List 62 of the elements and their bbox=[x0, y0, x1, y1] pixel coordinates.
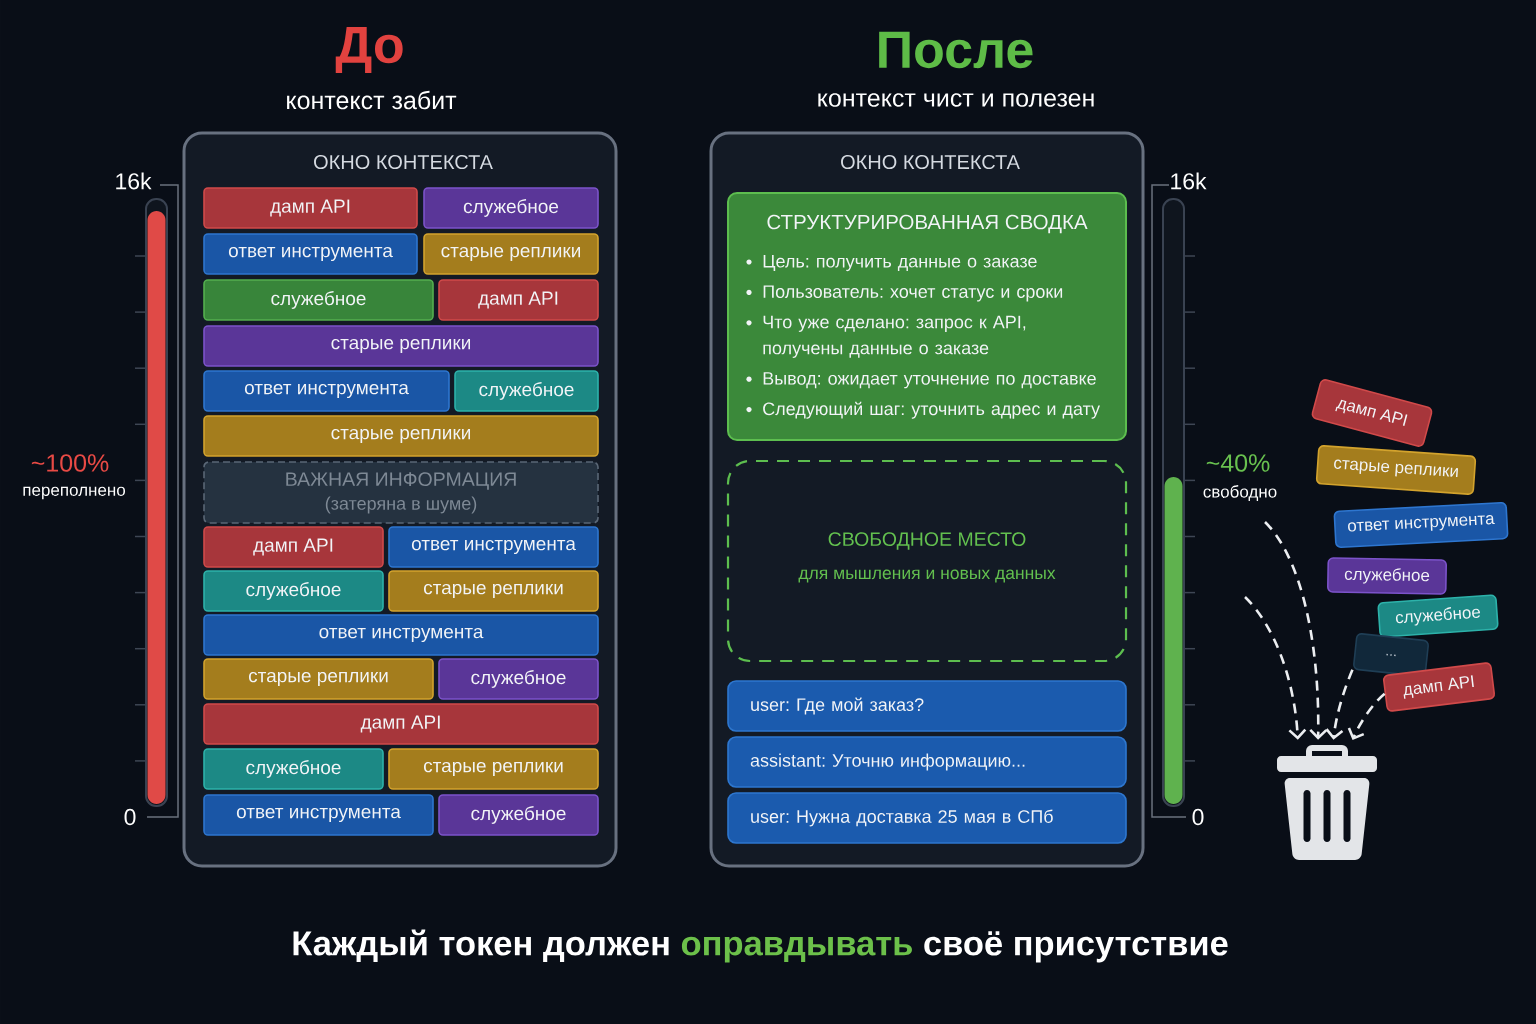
token-block: служебное bbox=[203, 279, 434, 321]
message-box: user: Где мой заказ? bbox=[727, 680, 1127, 732]
list-item: Цель: получить данные о заказе bbox=[763, 255, 1037, 272]
token-block: служебное bbox=[454, 370, 599, 412]
block-heading: ВАЖНАЯ ИНФОРМАЦИЯ bbox=[286, 472, 516, 490]
list-item: Пользователь: хочет статус и сроки bbox=[763, 285, 1063, 302]
percent-label: ~40% bbox=[1206, 454, 1270, 472]
list-item: Вывод: ожидает уточнение по доставке bbox=[763, 372, 1096, 389]
token-block: старые реплики bbox=[203, 325, 599, 367]
panel-title: ОКНО КОНТЕКСТА bbox=[841, 154, 1020, 170]
column-heading: До bbox=[335, 26, 403, 74]
discarded-card: служебное bbox=[1327, 557, 1447, 595]
token-block: служебное bbox=[438, 658, 599, 700]
token-block: дамп API bbox=[203, 526, 384, 568]
token-block: служебное bbox=[423, 187, 599, 229]
discarded-card: дамп API bbox=[1311, 379, 1433, 447]
scale-label: 0 bbox=[1192, 808, 1204, 826]
area-note: для мышления и новых данных bbox=[798, 569, 1056, 583]
scale-label: 0 bbox=[124, 808, 136, 826]
box-heading: СТРУКТУРИРОВАННАЯ СВОДКА bbox=[767, 214, 1088, 234]
token-block: дамп API bbox=[203, 187, 418, 229]
token-block: старые реплики bbox=[203, 415, 599, 457]
message-box: assistant: Уточню информацию... bbox=[727, 736, 1127, 788]
discarded-card: дамп API bbox=[1383, 662, 1496, 712]
list-item: Что уже сделано: запрос к API, получены данные о заказе bbox=[763, 315, 1026, 358]
area-heading: СВОБОДНОЕ МЕСТО bbox=[828, 532, 1026, 550]
token-block: старые реплики bbox=[388, 748, 599, 790]
gauge-note: переполнено bbox=[23, 486, 125, 500]
block-note: (затеряна в шуме) bbox=[325, 496, 477, 514]
scale-label: 16k bbox=[116, 172, 152, 190]
token-block: дамп API bbox=[203, 703, 599, 745]
message-box: user: Нужна доставка 25 мая в СПб bbox=[727, 792, 1127, 844]
trash-can-icon bbox=[1277, 745, 1377, 860]
panel-title: ОКНО КОНТЕКСТА bbox=[314, 154, 493, 170]
token-block: ответ инструмента bbox=[203, 794, 434, 836]
token-block: старые реплики bbox=[388, 570, 599, 612]
caption: Каждый токен должен оправдывать своё присутствие bbox=[293, 929, 1228, 963]
discarded-card: старые реплики bbox=[1315, 445, 1477, 495]
token-block: старые реплики bbox=[203, 658, 434, 700]
token-block: ответ инструмента bbox=[203, 370, 450, 412]
scale-label: 16k bbox=[1171, 172, 1207, 190]
token-block: служебное bbox=[203, 570, 384, 612]
subheading: контекст забит bbox=[287, 90, 457, 110]
discarded-card: ответ инструмента bbox=[1333, 501, 1509, 548]
token-block: ответ инструмента bbox=[388, 526, 599, 568]
discarded-card: служебное bbox=[1377, 594, 1499, 638]
percent-label: ~100% bbox=[31, 454, 109, 472]
arrow bbox=[1325, 669, 1354, 740]
gauge-note: свободно bbox=[1203, 485, 1277, 501]
column-heading: После bbox=[879, 31, 1033, 69]
token-block: ответ инструмента bbox=[203, 233, 418, 275]
token-block: дамп API bbox=[438, 279, 599, 321]
token-block: служебное bbox=[438, 794, 599, 836]
subheading: контекст чист и полезен bbox=[818, 93, 1094, 107]
arrow bbox=[1264, 521, 1328, 740]
token-block: служебное bbox=[203, 748, 384, 790]
discarded-card: ... bbox=[1353, 633, 1429, 677]
list-item: Следующий шаг: уточнить адрес и дату bbox=[763, 401, 1100, 419]
token-block: ответ инструмента bbox=[203, 614, 599, 656]
token-block: старые реплики bbox=[423, 233, 599, 275]
arrow bbox=[1347, 692, 1386, 741]
arrow bbox=[1244, 596, 1307, 740]
